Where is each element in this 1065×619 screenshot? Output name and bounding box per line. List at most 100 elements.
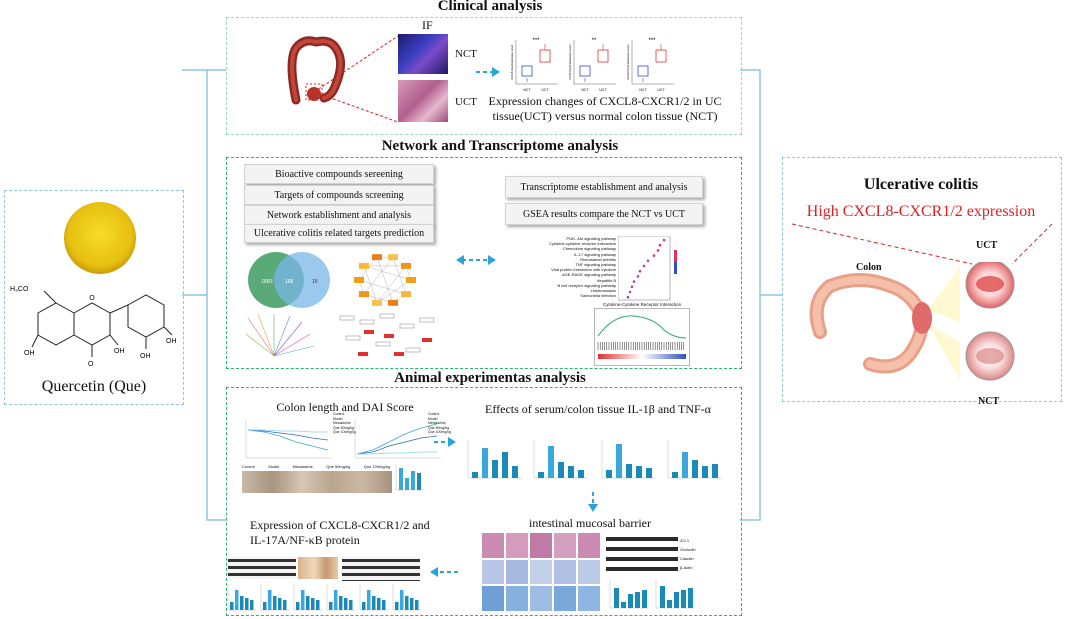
blot-band-labels: ZO-1 Occludin Claudin β-Actin <box>680 536 696 572</box>
band-label: Occludin <box>680 547 696 552</box>
significance-mark: *** <box>648 38 656 44</box>
pathway-dot-plot <box>618 236 677 301</box>
legend-group: Mesalazine <box>428 421 446 425</box>
dai-score-chart <box>354 420 441 459</box>
tnfa-colon-chart <box>667 440 722 479</box>
to-expression-arrow <box>430 567 460 577</box>
effects-title: Effects of serum/colon tissue IL-1β and … <box>485 402 711 416</box>
il1b-serum-chart <box>467 440 522 479</box>
body-weight-legend: Control Model Mesalazine Que 50mg/kg Que… <box>333 412 356 435</box>
ppi-network <box>354 254 416 306</box>
network-title: Network and Transcriptome analysis <box>381 138 619 154</box>
step-network-establishment: Network establishment and analysis <box>244 205 434 225</box>
pathway-label: IL-17 signaling pathway <box>573 251 616 257</box>
band-label: β-Actin <box>680 565 693 570</box>
hydroxyl-label-4: OH <box>166 338 177 345</box>
step-targets-screening: Targets of compounds screening <box>244 185 434 205</box>
pathway-label: Leishmaniasis <box>590 288 616 294</box>
venn-overlap-count: 168 <box>285 279 294 285</box>
pathway-label: Hepatitis B <box>596 277 616 283</box>
pathway-label: B cell receptor signaling pathway <box>557 282 616 288</box>
box-y-label: CXCL8 Real Expression Level <box>510 45 514 80</box>
pathway-label: Cytokine-cytokine receptor interaction <box>549 241 616 247</box>
uc-title: Ulcerative colitis <box>863 176 979 193</box>
legend-group: Mesalazine <box>333 421 351 425</box>
nct-if-image <box>398 34 448 74</box>
venn-diagram: 0001 168 16 <box>248 252 330 308</box>
pathway-label: Salmonella infection <box>580 293 616 299</box>
group-label: Mesalazine <box>292 464 313 469</box>
legend-group: Que 100mg/kg <box>333 430 356 434</box>
expression-western-blot-1 <box>228 557 296 579</box>
box-x-label: NCT <box>639 88 647 92</box>
hydroxyl-label-3: OH <box>140 353 151 360</box>
legend-group: Control <box>428 412 440 416</box>
body-weight-chart <box>245 420 332 459</box>
legend-group: Model <box>333 416 343 421</box>
pathway-label: Viral protein interaction with cytokine <box>551 267 616 273</box>
box-x-label: UCT <box>657 88 665 92</box>
venn-left-count: 0001 <box>262 279 273 285</box>
barrier-title: intestinal mucosal barrier <box>529 516 651 530</box>
network-panel <box>226 157 742 369</box>
clinical-arrow <box>476 67 500 77</box>
legend-group: Que 50mg/kg <box>428 425 450 430</box>
pathway-label-list: PI3K- Akt signaling pathway Cytokine-cyt… <box>514 236 616 298</box>
tnfa-serum-chart <box>533 440 588 479</box>
clinical-panel <box>226 17 742 135</box>
dai-legend: Control Model Mesalazine Que 50mg/kg Que… <box>428 412 451 435</box>
group-label: Que 50mg/kg <box>326 464 351 469</box>
significance-mark: *** <box>532 38 540 44</box>
box-x-label: UCT <box>599 88 607 92</box>
clinical-caption-line1: Expression changes of CXCL8-CXCR1/2 in U… <box>488 94 722 108</box>
histology-grid <box>482 533 600 611</box>
boxplots: *** NCT UCT CXCL8 Real Expression Level ** NC… <box>510 38 674 92</box>
uct-label-right: UCT <box>976 240 998 251</box>
uct-label: UCT <box>455 96 477 108</box>
if-label: IF <box>422 18 433 32</box>
pathway-label: Chemokine signaling pathway <box>562 246 616 252</box>
expression-title-line1: Expression of CXCL8-CXCR1/2 and <box>250 518 430 532</box>
box-x-label: NCT <box>523 88 531 92</box>
network-transcriptome-arrow <box>456 255 496 265</box>
clinical-red-callouts <box>305 35 399 123</box>
box-x-label: UCT <box>541 88 549 92</box>
pathway-label: AGE-RAGE signaling pathway <box>561 272 616 278</box>
il1b-colon-chart <box>601 440 656 479</box>
group-label: Control <box>242 464 255 469</box>
uct-he-image <box>398 80 448 122</box>
expression-western-blot-2 <box>342 557 420 581</box>
venn-right-count: 16 <box>312 279 318 285</box>
colon-photo-strip <box>242 471 392 493</box>
uc-subtitle: High CXCL8-CXCR1/2 expression <box>806 203 1036 220</box>
legend-group: Control <box>333 412 345 416</box>
colon-length-bar-chart <box>395 464 424 491</box>
to-effects-arrow <box>434 437 456 447</box>
step-gsea-results: GSEA results compare the NCT vs UCT <box>505 203 703 225</box>
uc-red-callouts <box>791 223 1053 265</box>
pathway-label: Rheumatoid arthritis <box>580 256 616 262</box>
ihc-images <box>298 557 338 579</box>
quercetin-label: Quercetin (Que) <box>41 378 147 395</box>
colon-photo-labels: Control Model Mesalazine Que 50mg/kg Que… <box>242 464 390 469</box>
nct-label-right: NCT <box>978 396 1000 407</box>
legend-group: Que 100mg/kg <box>428 430 451 434</box>
ring-oxygen-label: O <box>89 295 95 302</box>
kegg-pathway-map <box>339 313 435 356</box>
box-y-label: CXCR2 Real Expression Level <box>626 44 630 80</box>
clinical-title: Clinical analysis <box>437 0 543 14</box>
box-x-label: NCT <box>581 88 589 92</box>
quercetin-panel <box>4 190 184 405</box>
uc-colon-illustration <box>809 262 1015 381</box>
uc-panel <box>782 157 1062 402</box>
group-label: Model <box>268 464 280 469</box>
box-y-label: CXCR1 Real Expression Level <box>568 44 572 80</box>
colon-label: Colon <box>856 262 882 273</box>
significance-mark: ** <box>592 38 597 44</box>
legend-group: Que 50mg/kg <box>333 425 355 430</box>
quercetin-powder-image <box>64 202 136 274</box>
barrier-quant-charts <box>609 580 694 609</box>
pathway-label: PI3K- Akt signaling pathway <box>566 236 616 241</box>
legend-group: Model <box>428 416 438 421</box>
